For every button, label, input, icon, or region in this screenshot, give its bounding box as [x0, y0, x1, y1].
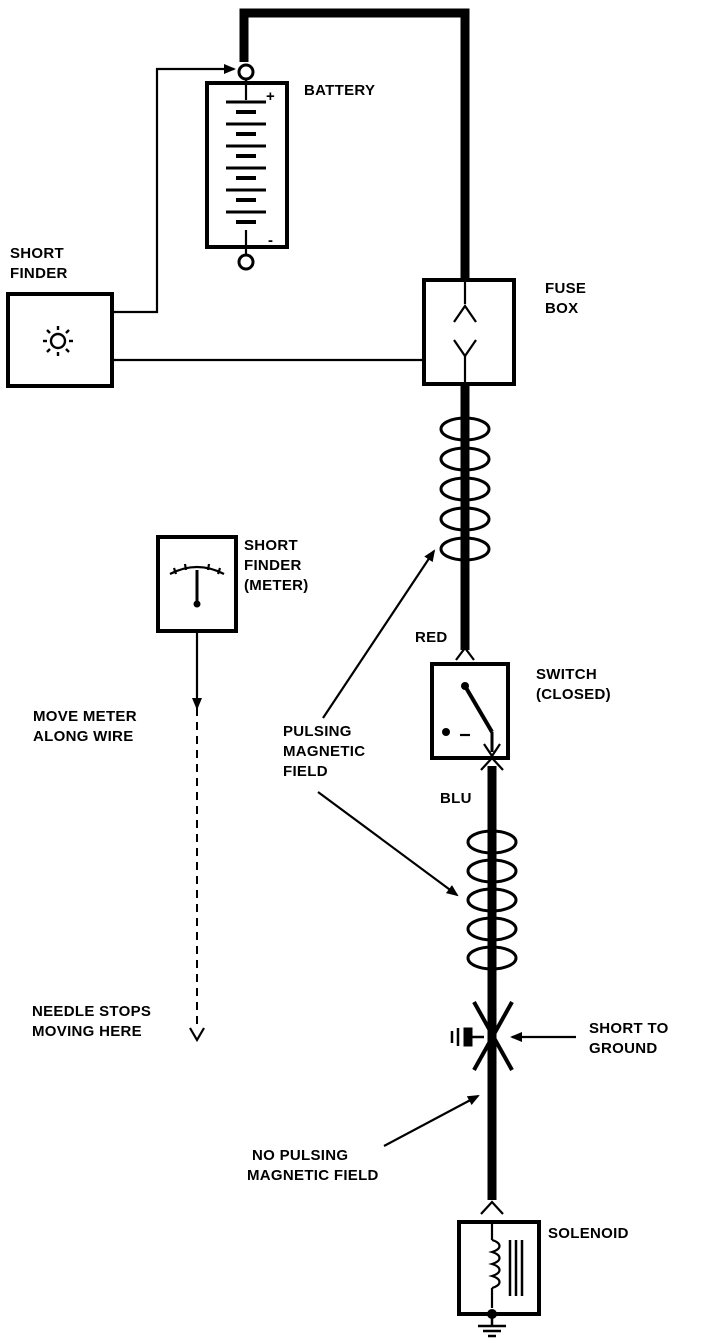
fuse-box-label-line2: BOX [545, 300, 578, 317]
move-meter-label-line1: MOVE METER [33, 708, 137, 725]
fuse-box-label-line1: FUSE [545, 280, 586, 297]
red-wire-label: RED [415, 629, 448, 646]
solenoid-ground-icon [478, 1318, 506, 1338]
lamp-icon [43, 326, 73, 356]
solenoid [457, 1220, 541, 1319]
needle-stops-label-line2: MOVING HERE [32, 1023, 142, 1040]
pulsing-arrow-lower [317, 791, 459, 897]
battery-label: BATTERY [304, 82, 375, 99]
short-x [472, 1001, 514, 1071]
battery-minus-sign: - [268, 232, 273, 249]
move-meter-label-line2: ALONG WIRE [33, 728, 134, 745]
blu-wire-label: BLU [440, 790, 472, 807]
battery-plus-sign: + [266, 88, 275, 105]
short-finder-box [6, 292, 114, 388]
pulsing-label-line2: MAGNETIC [283, 743, 365, 760]
meter-label-line2: FINDER [244, 557, 302, 574]
needle-stops-label-line1: NEEDLE STOPS [32, 1003, 151, 1020]
battery-negative-terminal [237, 253, 255, 271]
pulsing-label-line3: FIELD [283, 763, 328, 780]
coils-lower [466, 829, 518, 971]
no-pulsing-label-line1: NO PULSING [252, 1147, 348, 1164]
battery-positive-terminal [237, 63, 255, 81]
battery-positive-wire [239, 8, 470, 280]
switch [430, 662, 510, 760]
coils-upper [439, 416, 491, 562]
no-pulsing-label-line2: MAGNETIC FIELD [247, 1167, 379, 1184]
short-to-ground-label-line1: SHORT TO [589, 1020, 669, 1037]
switch-label-line2: (CLOSED) [536, 686, 611, 703]
no-pulsing-arrow [383, 1095, 480, 1147]
short-to-ground-label-line2: GROUND [589, 1040, 657, 1057]
lead-to-battery [112, 64, 236, 314]
battery-cells [226, 100, 266, 224]
pulsing-arrow-upper [322, 549, 436, 719]
short-finder-label-line2: FINDER [10, 265, 68, 282]
pulsing-label-line1: PULSING [283, 723, 352, 740]
battery: + - [205, 63, 289, 271]
solenoid-label: SOLENOID [548, 1225, 629, 1242]
meter-label-line1: SHORT [244, 537, 298, 554]
switch-label-line1: SWITCH [536, 666, 597, 683]
short-finder-label-line1: SHORT [10, 245, 64, 262]
meter-label-line3: (METER) [244, 577, 309, 594]
needle-stop-arrowhead [189, 1027, 205, 1043]
meter [156, 535, 238, 633]
fuse-box [422, 278, 516, 386]
ground-icon [450, 1027, 484, 1047]
